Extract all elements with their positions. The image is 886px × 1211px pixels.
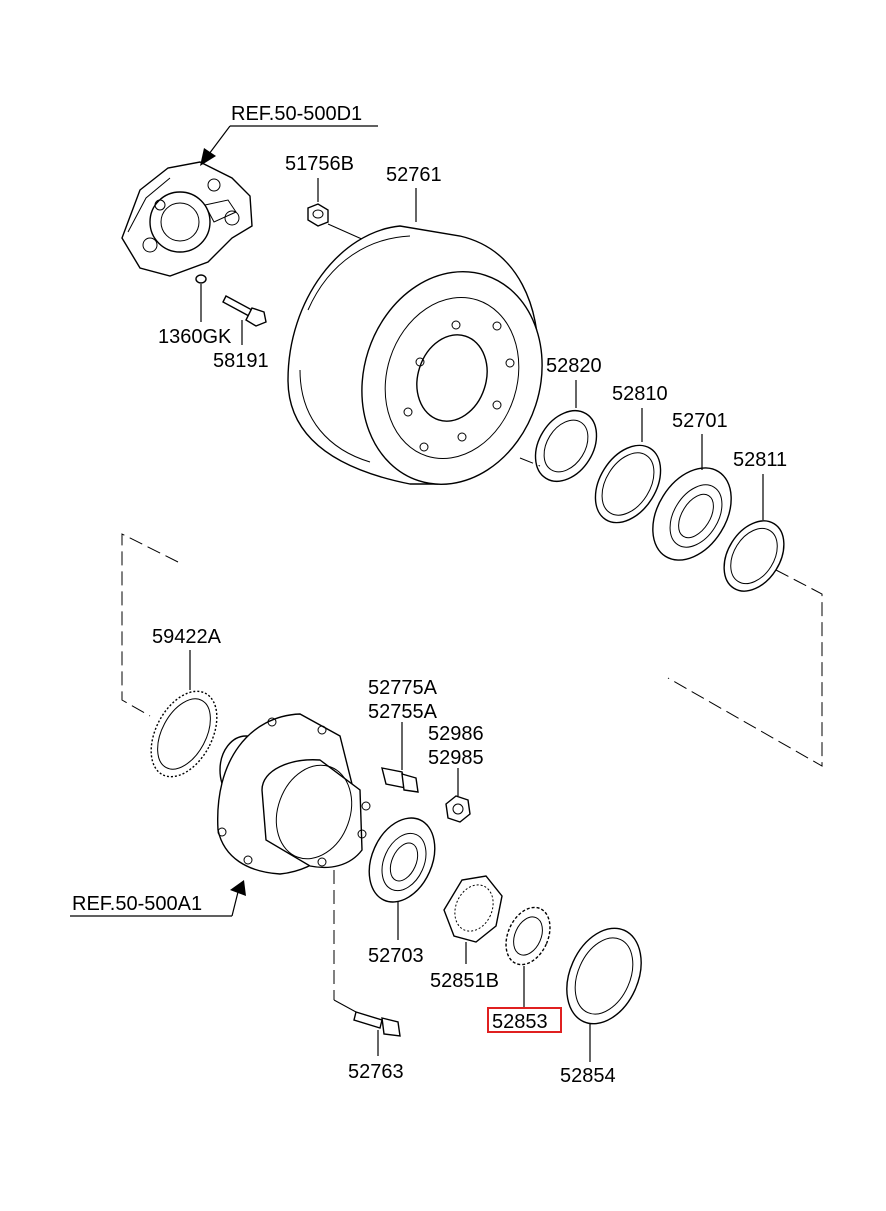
part-label-52986[interactable]: 52986 bbox=[428, 723, 484, 745]
part-label-52853[interactable]: 52853 bbox=[492, 1011, 548, 1033]
wheel-stud[interactable] bbox=[381, 767, 419, 793]
wheel-nut[interactable] bbox=[445, 795, 471, 823]
lock-nut-52851b[interactable] bbox=[443, 875, 503, 943]
part-label-52811[interactable]: 52811 bbox=[733, 449, 787, 471]
part-label-52701[interactable]: 52701 bbox=[672, 410, 728, 432]
bearing-race-52810[interactable] bbox=[582, 434, 674, 535]
part-label-52851b[interactable]: 52851B bbox=[430, 970, 499, 992]
assembly-line-left bbox=[121, 533, 179, 717]
bearing-52703[interactable] bbox=[357, 808, 448, 913]
ref-bottom-arrow bbox=[230, 880, 246, 896]
tone-ring-59422a[interactable] bbox=[138, 680, 231, 788]
part-label-51756b[interactable]: 51756B bbox=[285, 153, 354, 175]
screw-1360gk[interactable] bbox=[195, 274, 207, 284]
backing-plate[interactable] bbox=[121, 161, 253, 277]
part-label-52775a[interactable]: 52775A bbox=[368, 677, 438, 699]
ref-bottom-label[interactable]: REF.50-500A1 bbox=[72, 893, 202, 915]
lock-washer-52853[interactable] bbox=[498, 900, 559, 971]
part-label-52985[interactable]: 52985 bbox=[428, 747, 484, 769]
part-label-52763[interactable]: 52763 bbox=[348, 1061, 404, 1083]
part-label-52820[interactable]: 52820 bbox=[546, 355, 602, 377]
bolt-58191[interactable] bbox=[222, 295, 267, 327]
part-label-52703[interactable]: 52703 bbox=[368, 945, 424, 967]
seal-52854[interactable] bbox=[553, 916, 656, 1035]
part-label-52755a[interactable]: 52755A bbox=[368, 701, 438, 723]
part-label-52810[interactable]: 52810 bbox=[612, 383, 668, 405]
bearing-race-52811[interactable] bbox=[712, 510, 796, 602]
part-label-1360gk[interactable]: 1360GK bbox=[158, 326, 232, 348]
assembly-line-right bbox=[667, 569, 823, 767]
ref-top-arrow bbox=[200, 148, 216, 166]
oil-seal-52820[interactable] bbox=[523, 399, 609, 492]
part-label-59422a[interactable]: 59422A bbox=[152, 626, 222, 648]
nut-51756b[interactable] bbox=[307, 203, 329, 227]
brake-drum-52761[interactable] bbox=[287, 225, 569, 508]
highlight-box-52853 bbox=[487, 1007, 562, 1033]
bearing-52701[interactable] bbox=[637, 454, 748, 575]
part-label-52761[interactable]: 52761 bbox=[386, 164, 442, 186]
wheel-hub[interactable] bbox=[217, 713, 371, 875]
part-label-52854[interactable]: 52854 bbox=[560, 1065, 616, 1087]
part-label-58191[interactable]: 58191 bbox=[213, 350, 269, 372]
bolt-52763[interactable] bbox=[353, 1011, 401, 1037]
ref-top-label[interactable]: REF.50-500D1 bbox=[231, 103, 362, 125]
